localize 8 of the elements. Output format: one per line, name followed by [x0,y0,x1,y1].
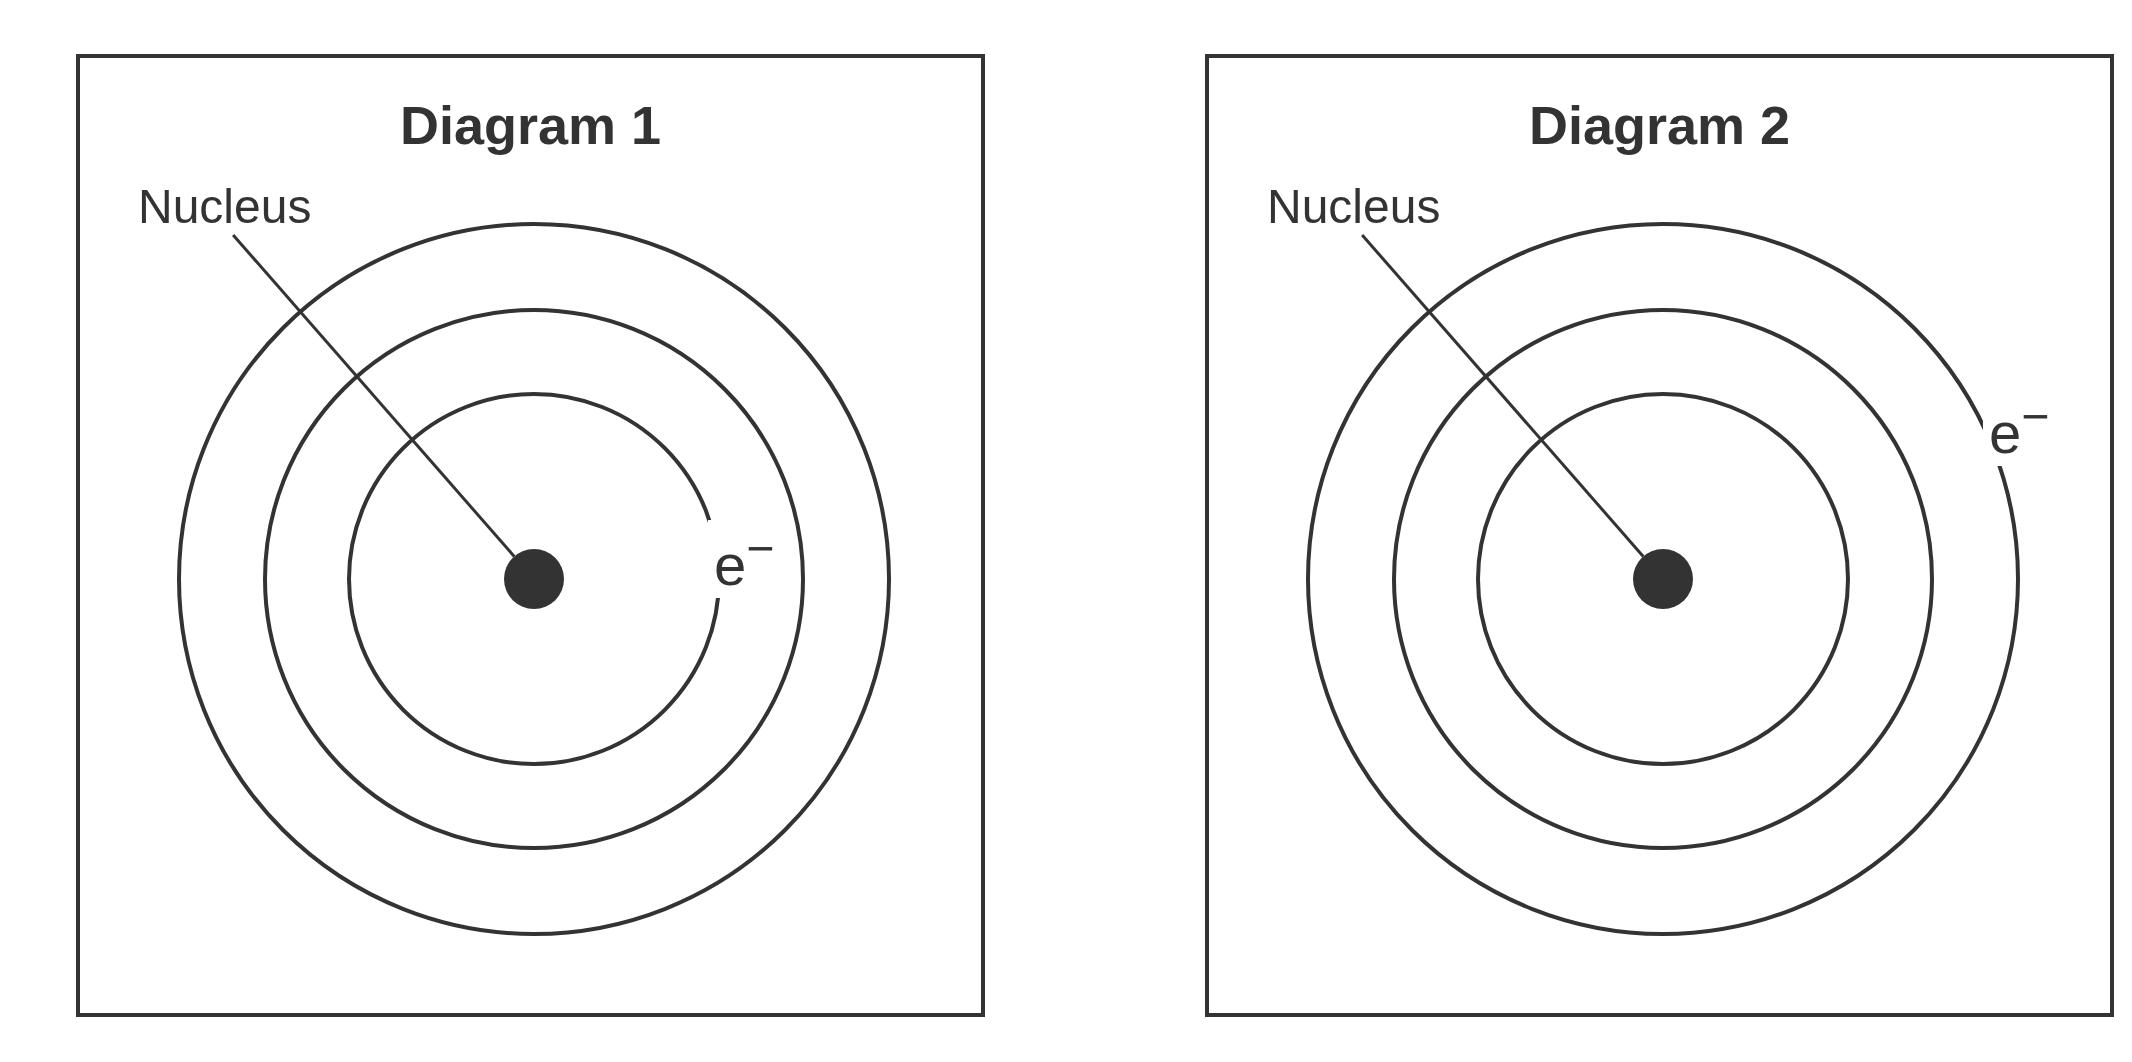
nucleus-dot [1633,549,1693,609]
nucleus-label: Nucleus [138,183,312,231]
leader-line [1361,234,1645,558]
panel-frame [1205,54,2114,1017]
nucleus-dot [504,549,564,609]
leader-line [232,234,516,558]
nucleus-label: Nucleus [1267,183,1441,231]
panel-frame [76,54,985,1017]
